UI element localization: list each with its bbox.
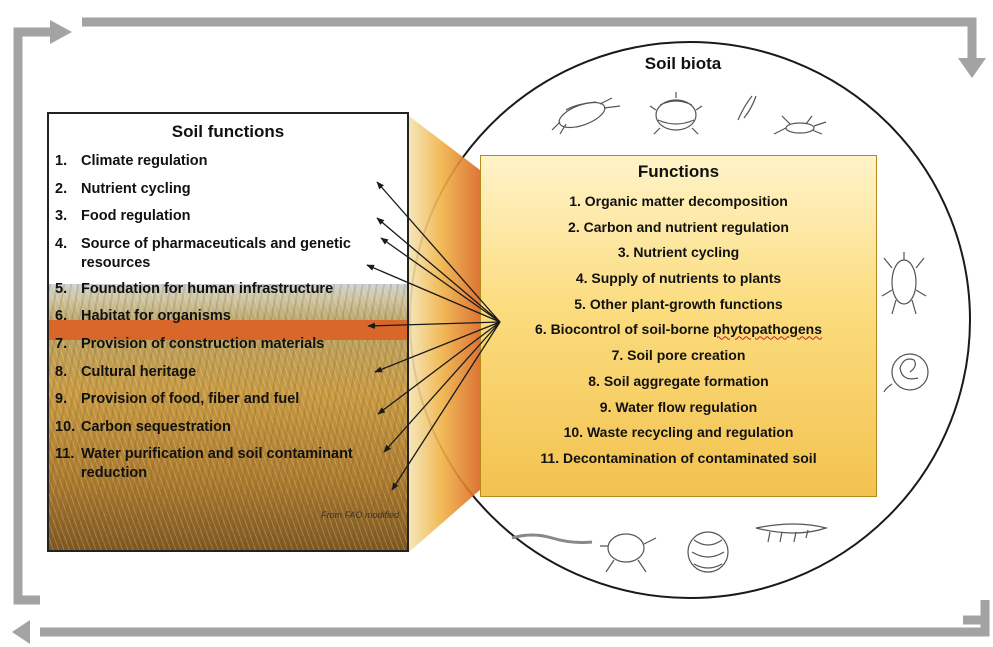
arrow-icon: [384, 322, 500, 452]
arrow-icon: [381, 238, 500, 322]
arrow-icon: [368, 322, 500, 326]
arrow-icon: [377, 182, 500, 322]
arrow-icon: [392, 322, 500, 490]
arrow-icon: [367, 265, 500, 322]
arrow-icon: [378, 322, 500, 414]
arrow-icon: [377, 218, 500, 322]
arrow-icon: [375, 322, 500, 372]
